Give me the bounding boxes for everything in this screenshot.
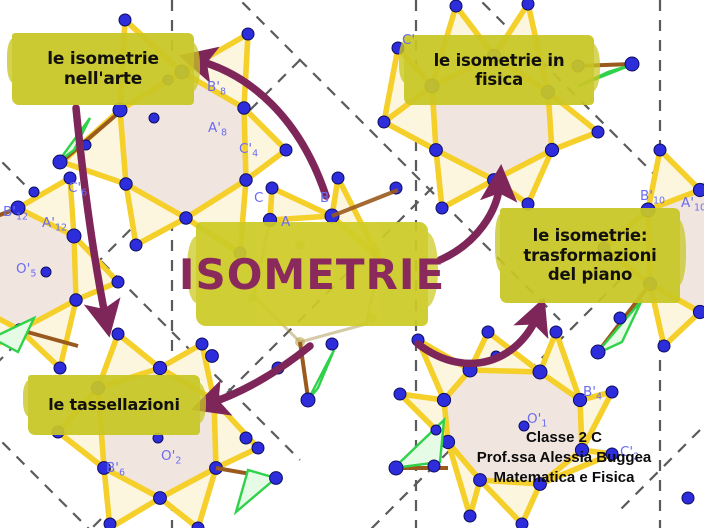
point-label-p-Bprime4: B'4 bbox=[583, 384, 603, 403]
point-label-p-Cprime2: C'2 bbox=[620, 444, 640, 463]
point-label-p-Cprime4: C'4 bbox=[239, 141, 259, 160]
point-label-p-Cprime6: C'6 bbox=[68, 180, 88, 199]
highlighter-band bbox=[7, 33, 200, 105]
node-label-tassellazioni: le tassellazioni bbox=[48, 394, 180, 414]
highlighter-band-central bbox=[187, 222, 438, 326]
arrow-to-trasformazioni bbox=[414, 297, 549, 368]
node-label-arte: le isometrie nell'arte bbox=[47, 48, 159, 89]
point-label-p-A-center: A bbox=[281, 214, 291, 230]
credits-block: Classe 2 C Prof.ssa Alessia Buggea Matem… bbox=[436, 428, 692, 488]
central-title: ISOMETRIE bbox=[178, 249, 446, 299]
point-label-p-B-center: B bbox=[320, 190, 330, 206]
point-label-p-Bprime6: B'6 bbox=[106, 460, 126, 479]
point-label-p-Oprime2: O'2 bbox=[161, 448, 182, 467]
node-central-isometrie[interactable]: ISOMETRIE bbox=[179, 222, 444, 326]
figure-bottom-center-strays bbox=[205, 337, 695, 505]
node-le-tassellazioni[interactable]: le tassellazioni bbox=[23, 375, 206, 435]
node-label-trasformazioni: le isometrie: trasformazioni del piano bbox=[523, 226, 657, 285]
connector-arrows bbox=[72, 46, 549, 416]
credits-teacher: Prof.ssa Alessia Buggea bbox=[476, 448, 652, 466]
arrow-to-fisica bbox=[436, 164, 518, 264]
arrow-to-arte bbox=[178, 46, 330, 200]
highlighter-band bbox=[23, 375, 206, 435]
point-label-p-Bprime8: B'8 bbox=[207, 79, 227, 98]
highlighter-band bbox=[495, 208, 686, 303]
node-label-fisica: le isometrie in fisica bbox=[433, 50, 565, 89]
node-le-isometrie-trasformazioni-del-piano[interactable]: le isometrie: trasformazioni del piano bbox=[495, 208, 686, 303]
figure-bottom-right bbox=[388, 325, 619, 528]
point-label-p-Aprime8: A'8 bbox=[208, 120, 227, 139]
point-label-p-Aprime12: A'12 bbox=[42, 215, 68, 234]
point-label-p-Bprime12: B'12 bbox=[3, 204, 29, 223]
point-label-p-Cprime-top: C' bbox=[402, 32, 416, 48]
figure-left-edge bbox=[0, 171, 125, 375]
point-label-p-Oprime5: O'5 bbox=[16, 261, 37, 280]
node-le-isometrie-in-fisica[interactable]: le isometrie in fisica bbox=[399, 35, 600, 105]
highlighter-band bbox=[399, 35, 600, 105]
point-label-p-C-center: C bbox=[254, 190, 264, 206]
point-label-p-Aprime10: A'10 bbox=[681, 195, 704, 214]
arrow-to-tassellazioni bbox=[190, 342, 314, 416]
node-le-isometrie-nellarte[interactable]: le isometrie nell'arte bbox=[7, 33, 200, 105]
credits-subject: Matematica e Fisica bbox=[493, 468, 635, 486]
arrow-arte-to-tassellazioni bbox=[72, 104, 121, 338]
point-label-p-Oprime1: O'1 bbox=[527, 411, 548, 430]
figure-top-center bbox=[377, 0, 640, 215]
credits-class: Classe 2 C bbox=[526, 429, 602, 446]
point-label-p-Bprime10: B'10 bbox=[640, 188, 666, 207]
